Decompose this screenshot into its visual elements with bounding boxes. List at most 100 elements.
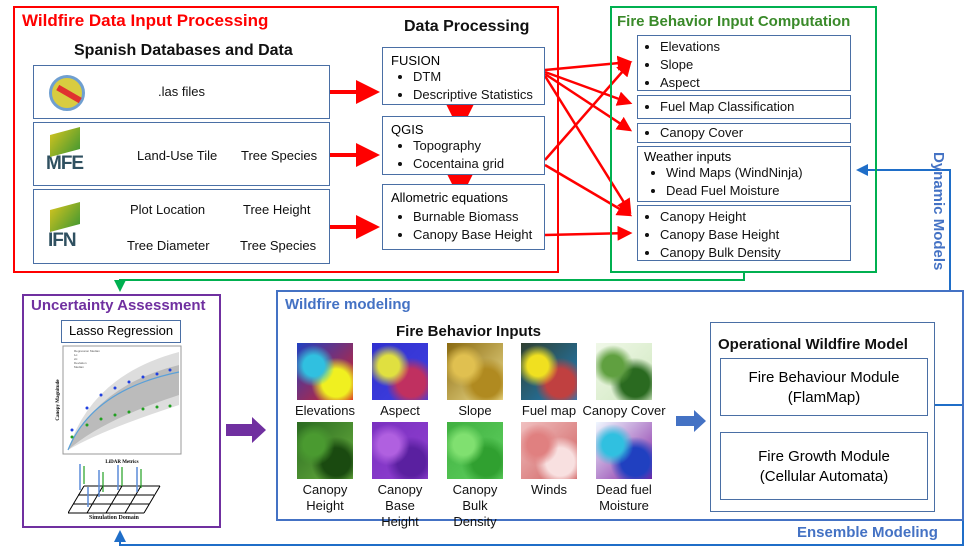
- db-item: Tree Species: [240, 238, 317, 253]
- thumbnail-elevations: [297, 343, 353, 400]
- list-item: Elevations: [660, 38, 850, 56]
- red-output-arrows: [543, 55, 633, 241]
- thumbnail-fuel-map: [521, 343, 577, 400]
- input-label: Elevations: [295, 403, 355, 418]
- fusion-box: FUSION DTMDescriptive Statistics: [382, 47, 545, 105]
- db-item: Tree Height: [243, 202, 311, 217]
- thumbnail-winds: [521, 422, 577, 479]
- dynamic-models-label: Dynamic Models: [930, 152, 947, 271]
- fire-behavior-inputs-title: Fire Behavior Inputs: [396, 323, 542, 340]
- pnoa-logo: [49, 75, 85, 111]
- weather-header: Weather inputs: [644, 149, 732, 164]
- db-item: Tree Diameter: [127, 238, 210, 253]
- list-item: Fuel Map Classification: [660, 98, 850, 116]
- list-item: Slope: [660, 56, 850, 74]
- fuel-map-group: Fuel Map Classification: [637, 95, 851, 119]
- input-label: Aspect: [380, 403, 420, 418]
- uncertainty-panel: [22, 294, 221, 528]
- legend-item: Regression Median: [74, 349, 100, 353]
- input-processing-title: Wildfire Data Input Processing: [22, 11, 269, 30]
- fire-behaviour-module: Fire Behaviour Module (FlamMap): [720, 358, 928, 416]
- one-sigma-band: [68, 365, 179, 450]
- fire-behavior-input-title: Fire Behavior Input Computation: [617, 13, 851, 30]
- qgis-box: QGIS TopographyCocentaina grid: [382, 116, 545, 175]
- module-name: Fire Behaviour Module: [748, 369, 900, 386]
- list-item: Cocentaina grid: [413, 155, 544, 173]
- thumbnail-canopy-bulk-density: [447, 422, 503, 479]
- list-item: Canopy Cover: [660, 124, 850, 142]
- list-item: Canopy Base Height: [660, 226, 850, 244]
- list-item: Descriptive Statistics: [413, 86, 544, 104]
- list-item: Dead Fuel Moisture: [666, 182, 850, 200]
- fusion-label: FUSION: [391, 53, 441, 68]
- thumbnail-canopy-base-height: [372, 422, 428, 479]
- wildfire-modeling-title: Wildfire modeling: [285, 296, 411, 313]
- db-item: .las files: [158, 84, 205, 99]
- list-item: DTM: [413, 68, 544, 86]
- input-label: Slope: [458, 403, 492, 418]
- list-item: Canopy Height: [660, 208, 850, 226]
- ensemble-modeling-arrow: [114, 404, 964, 546]
- list-item: Wind Maps (WindNinja): [666, 164, 850, 182]
- input-label: Fuel map: [521, 403, 577, 418]
- y-axis-label: Canopy Magnitude: [56, 379, 61, 421]
- median-points: [70, 368, 172, 432]
- qgis-label: QGIS: [391, 122, 424, 137]
- thumbnail-canopy-cover: [596, 343, 652, 400]
- deviation-points: [70, 404, 172, 439]
- thumbnail-canopy-height: [297, 422, 353, 479]
- ensemble-modeling-label: Ensemble Modeling: [797, 524, 938, 541]
- input-label: Dead fuel Moisture: [596, 482, 652, 513]
- list-item: Canopy Base Height: [413, 226, 544, 244]
- arrow-inputs-to-model: [676, 410, 706, 432]
- ifn-logo: IFN: [48, 230, 77, 251]
- canopy-cover-group: Canopy Cover: [637, 123, 851, 143]
- simulation-domain-grid: [68, 464, 161, 514]
- weather-group: Weather inputs Wind Maps (WindNinja)Dead…: [637, 146, 851, 202]
- module-name: Fire Growth Module: [758, 448, 890, 465]
- input-label: Canopy Bulk Density: [452, 482, 498, 529]
- module-sub: (Cellular Automata): [759, 468, 889, 485]
- x-axis-label: LiDAR Metrics: [105, 460, 138, 465]
- input-processing-panel: [13, 6, 559, 273]
- operational-model-title: Operational Wildfire Model: [718, 336, 908, 353]
- lasso-regression-box: Lasso Regression: [61, 320, 181, 343]
- db-item: Plot Location: [130, 202, 206, 217]
- db-item: Land-Use Tile: [137, 148, 218, 163]
- database-mfe: MFE Land-Use Tile Tree Species: [33, 122, 330, 186]
- terrain-group: ElevationsSlopeAspect: [637, 35, 851, 91]
- regression-median-line: [67, 371, 180, 451]
- thumbnail-slope: [447, 343, 503, 400]
- simulation-domain-label: Simulation Domain: [89, 515, 139, 521]
- fire-behavior-input-panel: [610, 6, 877, 273]
- module-sub: (FlamMap): [787, 389, 861, 406]
- thumbnail-aspect: [372, 343, 428, 400]
- legend-item: 1σ: [74, 353, 78, 357]
- db-item: Tree Species: [241, 148, 318, 163]
- wildfire-modeling-panel: [276, 290, 964, 521]
- legend-item: 2σ: [74, 357, 78, 361]
- input-label: Canopy Cover: [582, 403, 666, 418]
- list-item: Canopy Bulk Density: [660, 244, 850, 262]
- list-item: Topography: [413, 137, 544, 155]
- allometric-label: Allometric equations: [391, 190, 509, 205]
- ifn-logo-shape: [50, 201, 80, 233]
- database-ifn: IFN Plot Location Tree Height Tree Diame…: [33, 189, 330, 264]
- database-pnoa: .las files: [33, 65, 330, 119]
- arrow-to-uncertainty: [114, 272, 745, 292]
- list-item: Burnable Biomass: [413, 208, 544, 226]
- legend-item: Median: [74, 365, 84, 369]
- input-label: Winds: [530, 482, 568, 497]
- fire-growth-module: Fire Growth Module (Cellular Automata): [720, 432, 928, 500]
- input-label: Canopy Height: [302, 482, 348, 513]
- dynamic-models-arrow: [856, 164, 951, 290]
- thumbnail-dead-fuel-moisture: [596, 422, 652, 479]
- input-label: Canopy Base Height: [377, 482, 423, 529]
- processing-title: Data Processing: [404, 18, 530, 35]
- mfe-logo: MFE: [46, 153, 84, 174]
- list-item: Aspect: [660, 74, 850, 92]
- uncertainty-title: Uncertainty Assessment: [31, 297, 206, 314]
